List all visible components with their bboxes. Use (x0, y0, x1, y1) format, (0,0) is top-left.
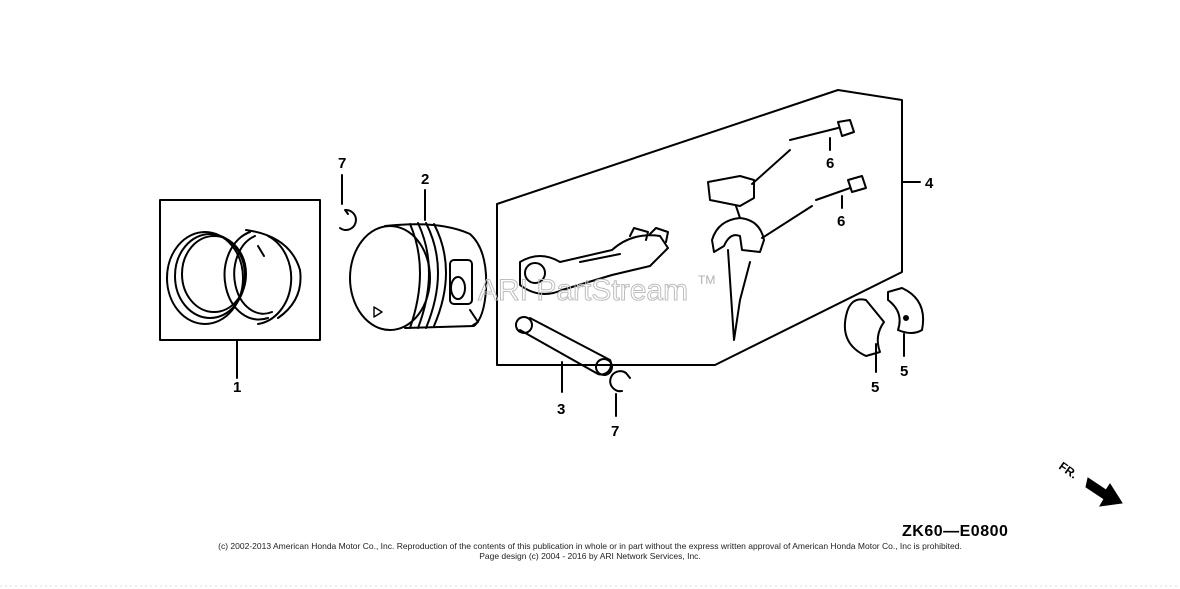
callout-7-right: 7 (611, 423, 619, 440)
callout-3: 3 (557, 401, 565, 418)
callout-6-upper: 6 (826, 155, 834, 172)
bearing-lower-part[interactable] (844, 298, 885, 373)
design-credit-line: Page design (c) 2004 - 2016 by ARI Netwo… (479, 551, 701, 561)
front-direction-indicator: FR. (1056, 459, 1123, 507)
callout-6-lower: 6 (837, 213, 845, 230)
piston-rings-part[interactable] (159, 199, 321, 379)
callout-5-upper: 5 (900, 363, 908, 380)
connecting-rod-assembly-part[interactable] (496, 89, 921, 366)
fr-label: FR. (1056, 459, 1080, 482)
front-arrow-icon (1085, 477, 1123, 507)
piston-pin-part[interactable] (513, 314, 615, 393)
callout-2: 2 (421, 171, 429, 188)
callout-7-left: 7 (338, 155, 346, 172)
copyright-line: (c) 2002-2013 American Honda Motor Co., … (218, 541, 962, 551)
watermark-tm: TM (698, 273, 715, 287)
bolt-upper-part[interactable] (751, 119, 855, 185)
clip-left-part[interactable] (339, 174, 357, 231)
bearing-upper-part[interactable] (887, 287, 924, 357)
piston-rings-box (159, 199, 321, 341)
bolt-lower-part[interactable] (761, 175, 867, 239)
piston-part[interactable] (349, 189, 488, 331)
diagram-code: ZK60—E0800 (902, 523, 1008, 540)
watermark-text: ARI PartStream (478, 274, 688, 307)
callout-1: 1 (233, 379, 241, 396)
connecting-rod-box (496, 89, 903, 366)
callout-4: 4 (925, 175, 934, 192)
clip-right-part[interactable] (609, 370, 631, 417)
callout-5-lower: 5 (871, 379, 879, 396)
